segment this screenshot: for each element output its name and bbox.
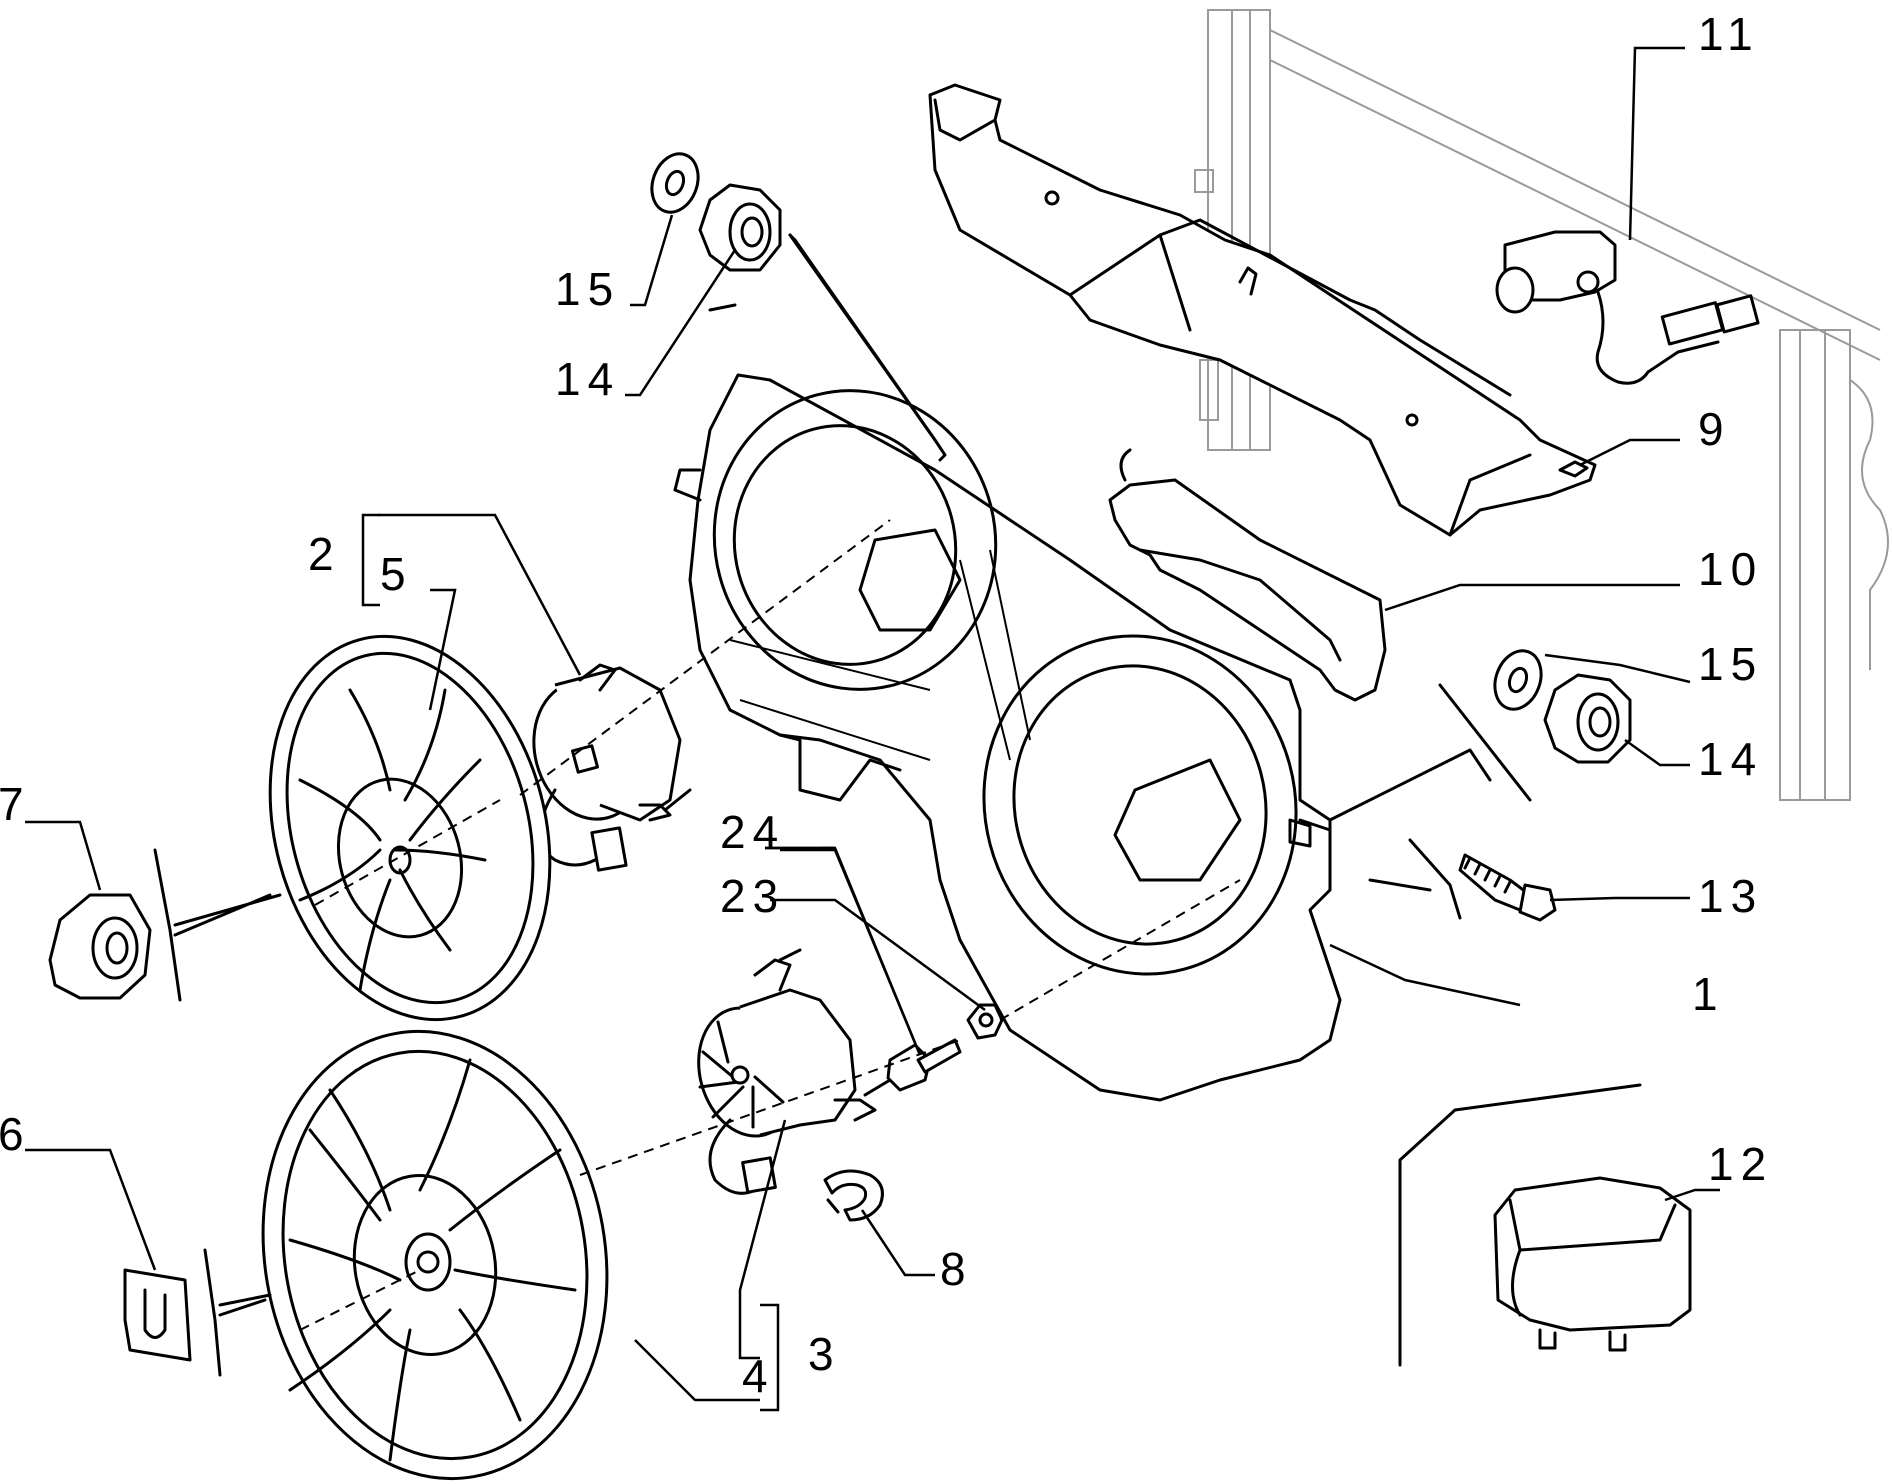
callout-9: 9 (1698, 403, 1731, 455)
bracket-line-right (1438, 683, 1532, 802)
part-4-lower-fan-blade (261, 1029, 609, 1481)
leader-23-main (780, 848, 922, 1056)
callout-labels: 1 2 3 4 5 6 7 8 9 10 11 12 13 14 15 14 1… (0, 8, 1773, 1402)
leader-1 (1329, 943, 1521, 1007)
group-bracket-3 (760, 1303, 780, 1412)
part-10-lower-deflector (1108, 448, 1387, 702)
bracket-line-13 (1368, 838, 1462, 920)
bracket-line-right-2 (1328, 748, 1492, 822)
part-15-washer-top (650, 152, 700, 214)
callout-3: 3 (808, 1328, 841, 1380)
leader-14-top (625, 249, 737, 397)
callout-8: 8 (940, 1243, 973, 1295)
part-2-upper-fan-motor (532, 663, 692, 872)
part-14-nut-right (1543, 673, 1632, 764)
callout-13: 13 (1698, 870, 1763, 922)
leader-14-right (1624, 738, 1690, 767)
leader-24 (770, 898, 986, 1012)
callout-15-top: 15 (555, 263, 620, 315)
callout-24: 24 (720, 806, 785, 858)
part-13-screw (1458, 853, 1557, 922)
part-14-nut-top (698, 183, 782, 272)
part-9-air-deflector (928, 83, 1597, 537)
assembly-axis-lines (299, 519, 1241, 1331)
callout-12: 12 (1708, 1138, 1773, 1190)
radiator (1194, 9, 1889, 801)
leader-6 (25, 1148, 157, 1271)
callout-14-right: 14 (1698, 733, 1763, 785)
part-1-fan-shroud (673, 373, 1342, 1102)
callout-23: 23 (720, 870, 785, 922)
bracket-line-top (788, 233, 937, 442)
callout-2: 2 (308, 528, 341, 580)
callout-10: 10 (1698, 543, 1763, 595)
part-4-lower-fan-motor (697, 948, 892, 1195)
leader-7 (25, 820, 102, 891)
callout-11: 11 (1698, 8, 1760, 60)
part-12-relay (1493, 1176, 1692, 1352)
part-11-temperature-switch (1495, 230, 1760, 385)
part-8-clip (823, 1169, 884, 1222)
callout-14-top: 14 (555, 353, 620, 405)
leader-3 (738, 1119, 787, 1360)
callout-1: 1 (1692, 968, 1725, 1020)
callout-6: 6 (0, 1108, 31, 1160)
leader-8 (860, 1209, 935, 1277)
leader-9 (1579, 438, 1680, 467)
part-6-clip (123, 1268, 192, 1362)
leader-2 (378, 513, 582, 676)
leader-13 (1549, 896, 1690, 902)
leader-10 (1384, 583, 1680, 612)
callout-7: 7 (0, 778, 31, 830)
part-15-washer-right (1493, 649, 1543, 711)
callout-4: 4 (742, 1350, 775, 1402)
leader-5 (428, 588, 457, 711)
part-23-bolt (886, 1038, 962, 1092)
leader-4 (634, 1339, 760, 1402)
part-7-nut (48, 893, 152, 1000)
callout-15-right: 15 (1698, 638, 1763, 690)
group-bracket-2 (361, 513, 380, 607)
bracket-line-6 (203, 1248, 272, 1377)
bracket-line-12 (1398, 1083, 1642, 1367)
leader-11 (1628, 46, 1685, 241)
leader-12 (1664, 1188, 1720, 1202)
callout-5: 5 (380, 548, 413, 600)
bracket-line-7 (153, 848, 282, 1002)
leader-15-right (1544, 653, 1691, 684)
leader-15-top (630, 214, 674, 307)
part-5-upper-fan-blade (268, 634, 552, 1022)
